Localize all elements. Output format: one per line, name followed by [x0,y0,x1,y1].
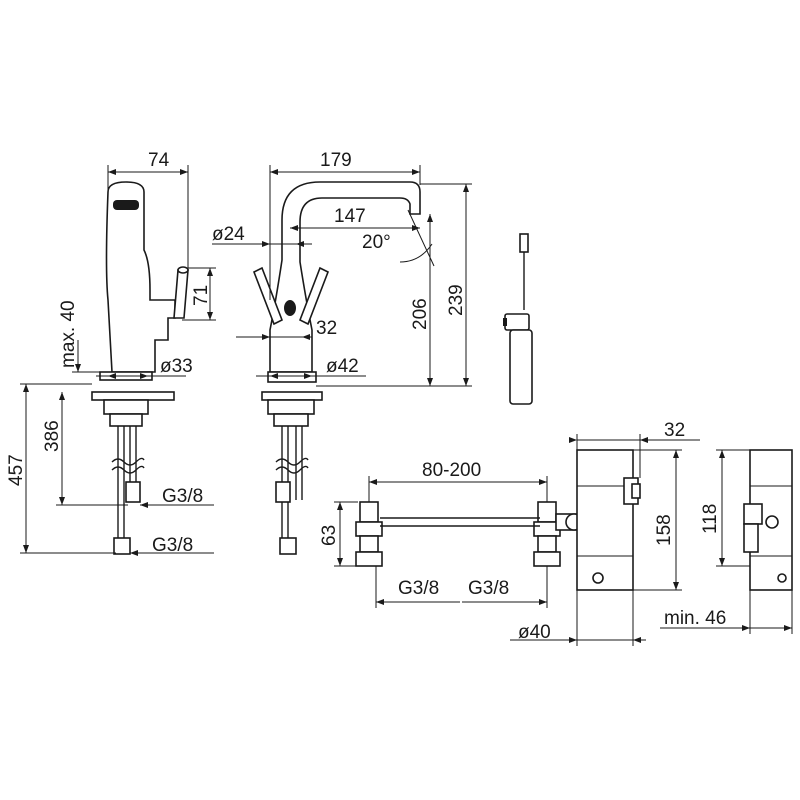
label-386: 386 [42,420,63,452]
dimension-arrows [23,169,792,643]
label-g38-upper: G3/8 [162,486,203,507]
label-min-46: min. 46 [664,608,726,629]
label-457: 457 [6,454,27,486]
label-63: 63 [319,525,340,546]
label-diameter-33: ø33 [160,356,193,377]
label-147: 147 [334,206,366,227]
mixing-valve-assembly [355,449,641,591]
dimension-lines [20,165,793,646]
label-74: 74 [148,150,170,171]
sensor-cartridge [503,233,533,405]
label-71: 71 [191,285,212,306]
label-158: 158 [654,514,675,546]
label-179: 179 [320,150,352,171]
label-80-200: 80-200 [422,460,481,481]
dimension-labels: 74 179 147 20° ø24 71 max. 40 32 ø33 ø42… [6,150,726,643]
label-g38-left-valve: G3/8 [398,578,439,599]
label-diameter-40: ø40 [518,622,551,643]
label-20-degrees: 20° [362,232,391,253]
label-32-right: 32 [664,420,685,441]
faucet-side-view [91,181,189,555]
label-239: 239 [446,284,467,316]
label-diameter-24: ø24 [212,224,245,245]
label-206: 206 [410,298,431,330]
label-32-top: 32 [316,318,337,339]
label-118: 118 [700,504,721,534]
label-max-40: max. 40 [58,300,79,368]
thermostat-side-view [743,449,793,591]
label-g38-lower: G3/8 [152,535,193,556]
faucet-front-view [252,181,421,555]
label-g38-right-valve: G3/8 [468,578,509,599]
label-diameter-42: ø42 [326,356,359,377]
